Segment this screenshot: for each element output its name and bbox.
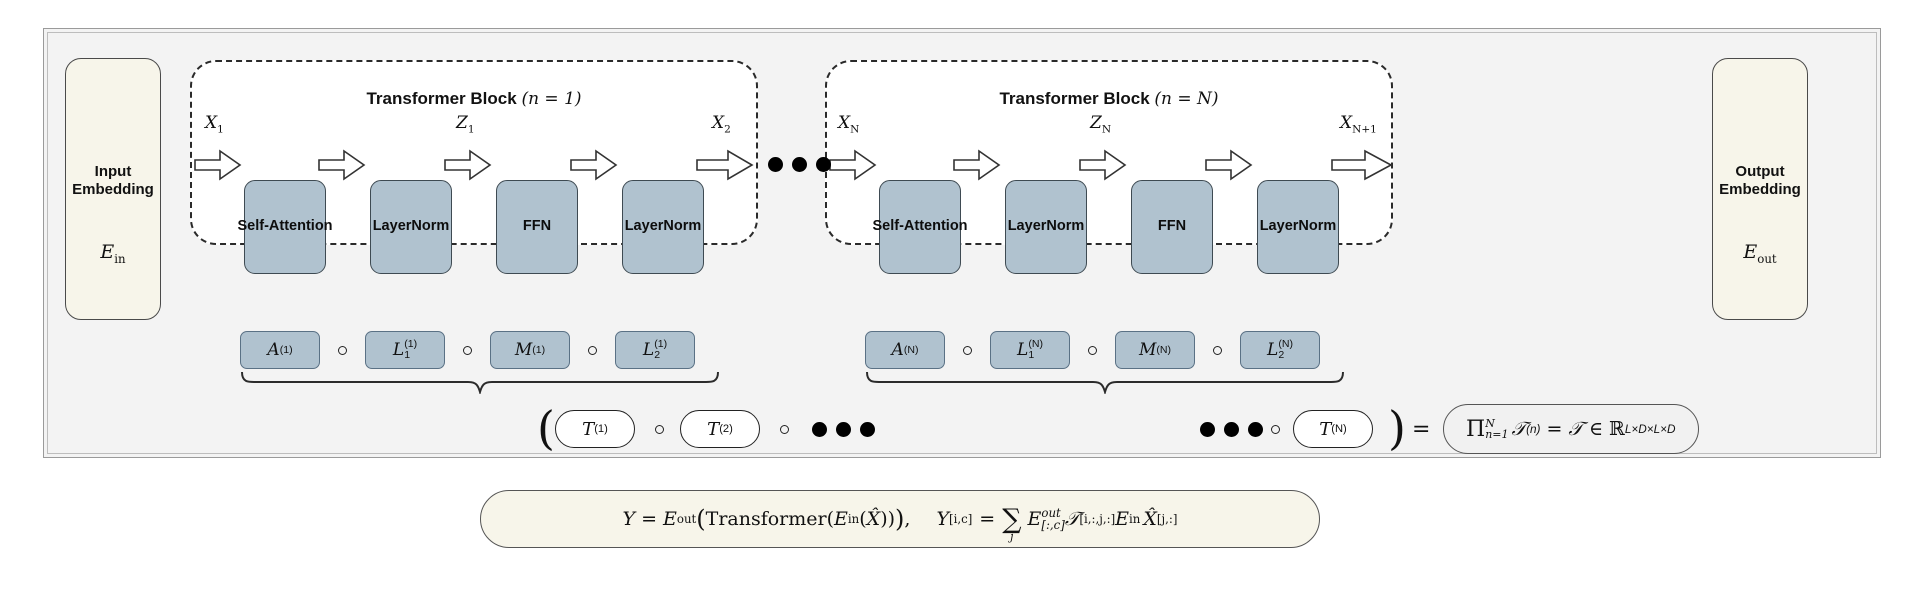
signal-label-Z1: Z1: [456, 113, 475, 136]
arrow-block1-output: [696, 148, 754, 182]
brace-block1: [240, 370, 720, 394]
input-embedding-symbol: Ein: [100, 241, 126, 266]
tensor-pill-N: T(N): [1293, 410, 1373, 448]
compose-circle: [1213, 345, 1222, 355]
arrow-block1-ffn-to-ln2: [570, 148, 618, 182]
operator-M-1: M(1): [490, 331, 570, 369]
arrow-blockN-ffn-to-ln2: [1205, 148, 1253, 182]
compose-circle: [1088, 345, 1097, 355]
operator-A-1: A(1): [240, 331, 320, 369]
operator-row-blockN: A(N) L(N)1 M(N) L(N)2: [865, 331, 1320, 369]
arrow-into-block1-self-attention: [194, 148, 242, 182]
blockN-stage-ffn: FFN: [1131, 180, 1213, 274]
ellipsis-dot: [860, 422, 875, 437]
compose-circle: [1271, 425, 1280, 434]
signal-label-XN: XN: [838, 113, 860, 136]
input-embedding-panel: Input Embedding Ein: [65, 58, 161, 320]
compose-circle: [963, 345, 972, 355]
block1-stage-self-attention: Self-Attention: [237, 180, 333, 274]
arrow-block1-ln1-to-ffn: [444, 148, 492, 182]
brace-blockN: [865, 370, 1345, 394]
arrow-block1-attn-to-ln1: [318, 148, 366, 182]
ellipsis-dot: [836, 422, 851, 437]
operator-A-N: A(N): [865, 331, 945, 369]
tensor-pill-2: T(2): [680, 410, 760, 448]
transformer-block-N: Transformer Block (n = N) Self-Attention…: [825, 60, 1393, 274]
arrow-blockN-attn-to-ln1: [953, 148, 1001, 182]
block1-stage-ffn: FFN: [496, 180, 578, 274]
ellipsis-dot: [768, 157, 783, 172]
composition-ellipsis-right: [1200, 422, 1263, 437]
output-embedding-symbol: Eout: [1743, 241, 1777, 266]
signal-label-X2: X2: [712, 113, 731, 136]
output-embedding-title: Output Embedding: [1719, 163, 1801, 199]
ellipsis-dot: [816, 157, 831, 172]
signal-label-XN1: XN+1: [1340, 113, 1377, 136]
compose-circle: [655, 425, 664, 434]
compose-circle: [338, 345, 347, 355]
output-embedding-panel: Output Embedding Eout: [1712, 58, 1808, 320]
operator-L1-1: L(1)1: [365, 331, 445, 369]
transformer-block-N-title: Transformer Block (n = N): [999, 89, 1219, 109]
block-ellipsis-dots: [768, 157, 831, 172]
ellipsis-dot: [812, 422, 827, 437]
transformer-block-1: Transformer Block (n = 1) Self-Attention…: [190, 60, 758, 274]
ellipsis-dot: [792, 157, 807, 172]
ellipsis-dot: [1224, 422, 1239, 437]
composition-close-paren-outer: ): [1388, 401, 1406, 455]
tensor-pill-1: T(1): [555, 410, 635, 448]
compose-circle: [780, 425, 789, 434]
operator-M-N: M(N): [1115, 331, 1195, 369]
operator-row-block1: A(1) L(1)1 M(1) L(1)2: [240, 331, 695, 369]
arrow-blockN-ln1-to-ffn: [1079, 148, 1127, 182]
blockN-stage-self-attention: Self-Attention: [872, 180, 968, 274]
operator-L2-1: L(1)2: [615, 331, 695, 369]
ellipsis-dot: [1248, 422, 1263, 437]
compose-circle: [588, 345, 597, 355]
ellipsis-dot: [1200, 422, 1215, 437]
operator-L1-N: L(N)1: [990, 331, 1070, 369]
composition-ellipsis-left: [812, 422, 875, 437]
summation-glyph: ∑j: [1002, 503, 1022, 543]
composition-open-paren-outer: (: [537, 401, 555, 455]
transformer-block-1-title: Transformer Block (n = 1): [366, 89, 582, 109]
signal-label-ZN: ZN: [1090, 113, 1112, 136]
compose-circle: [463, 345, 472, 355]
operator-L2-N: L(N)2: [1240, 331, 1320, 369]
arrow-blockN-output: [1331, 148, 1393, 182]
composition-equals: =: [1412, 417, 1431, 442]
arrow-into-blockN-self-attention: [829, 148, 877, 182]
signal-label-X1: X1: [205, 113, 224, 136]
input-embedding-title: Input Embedding: [72, 163, 154, 199]
